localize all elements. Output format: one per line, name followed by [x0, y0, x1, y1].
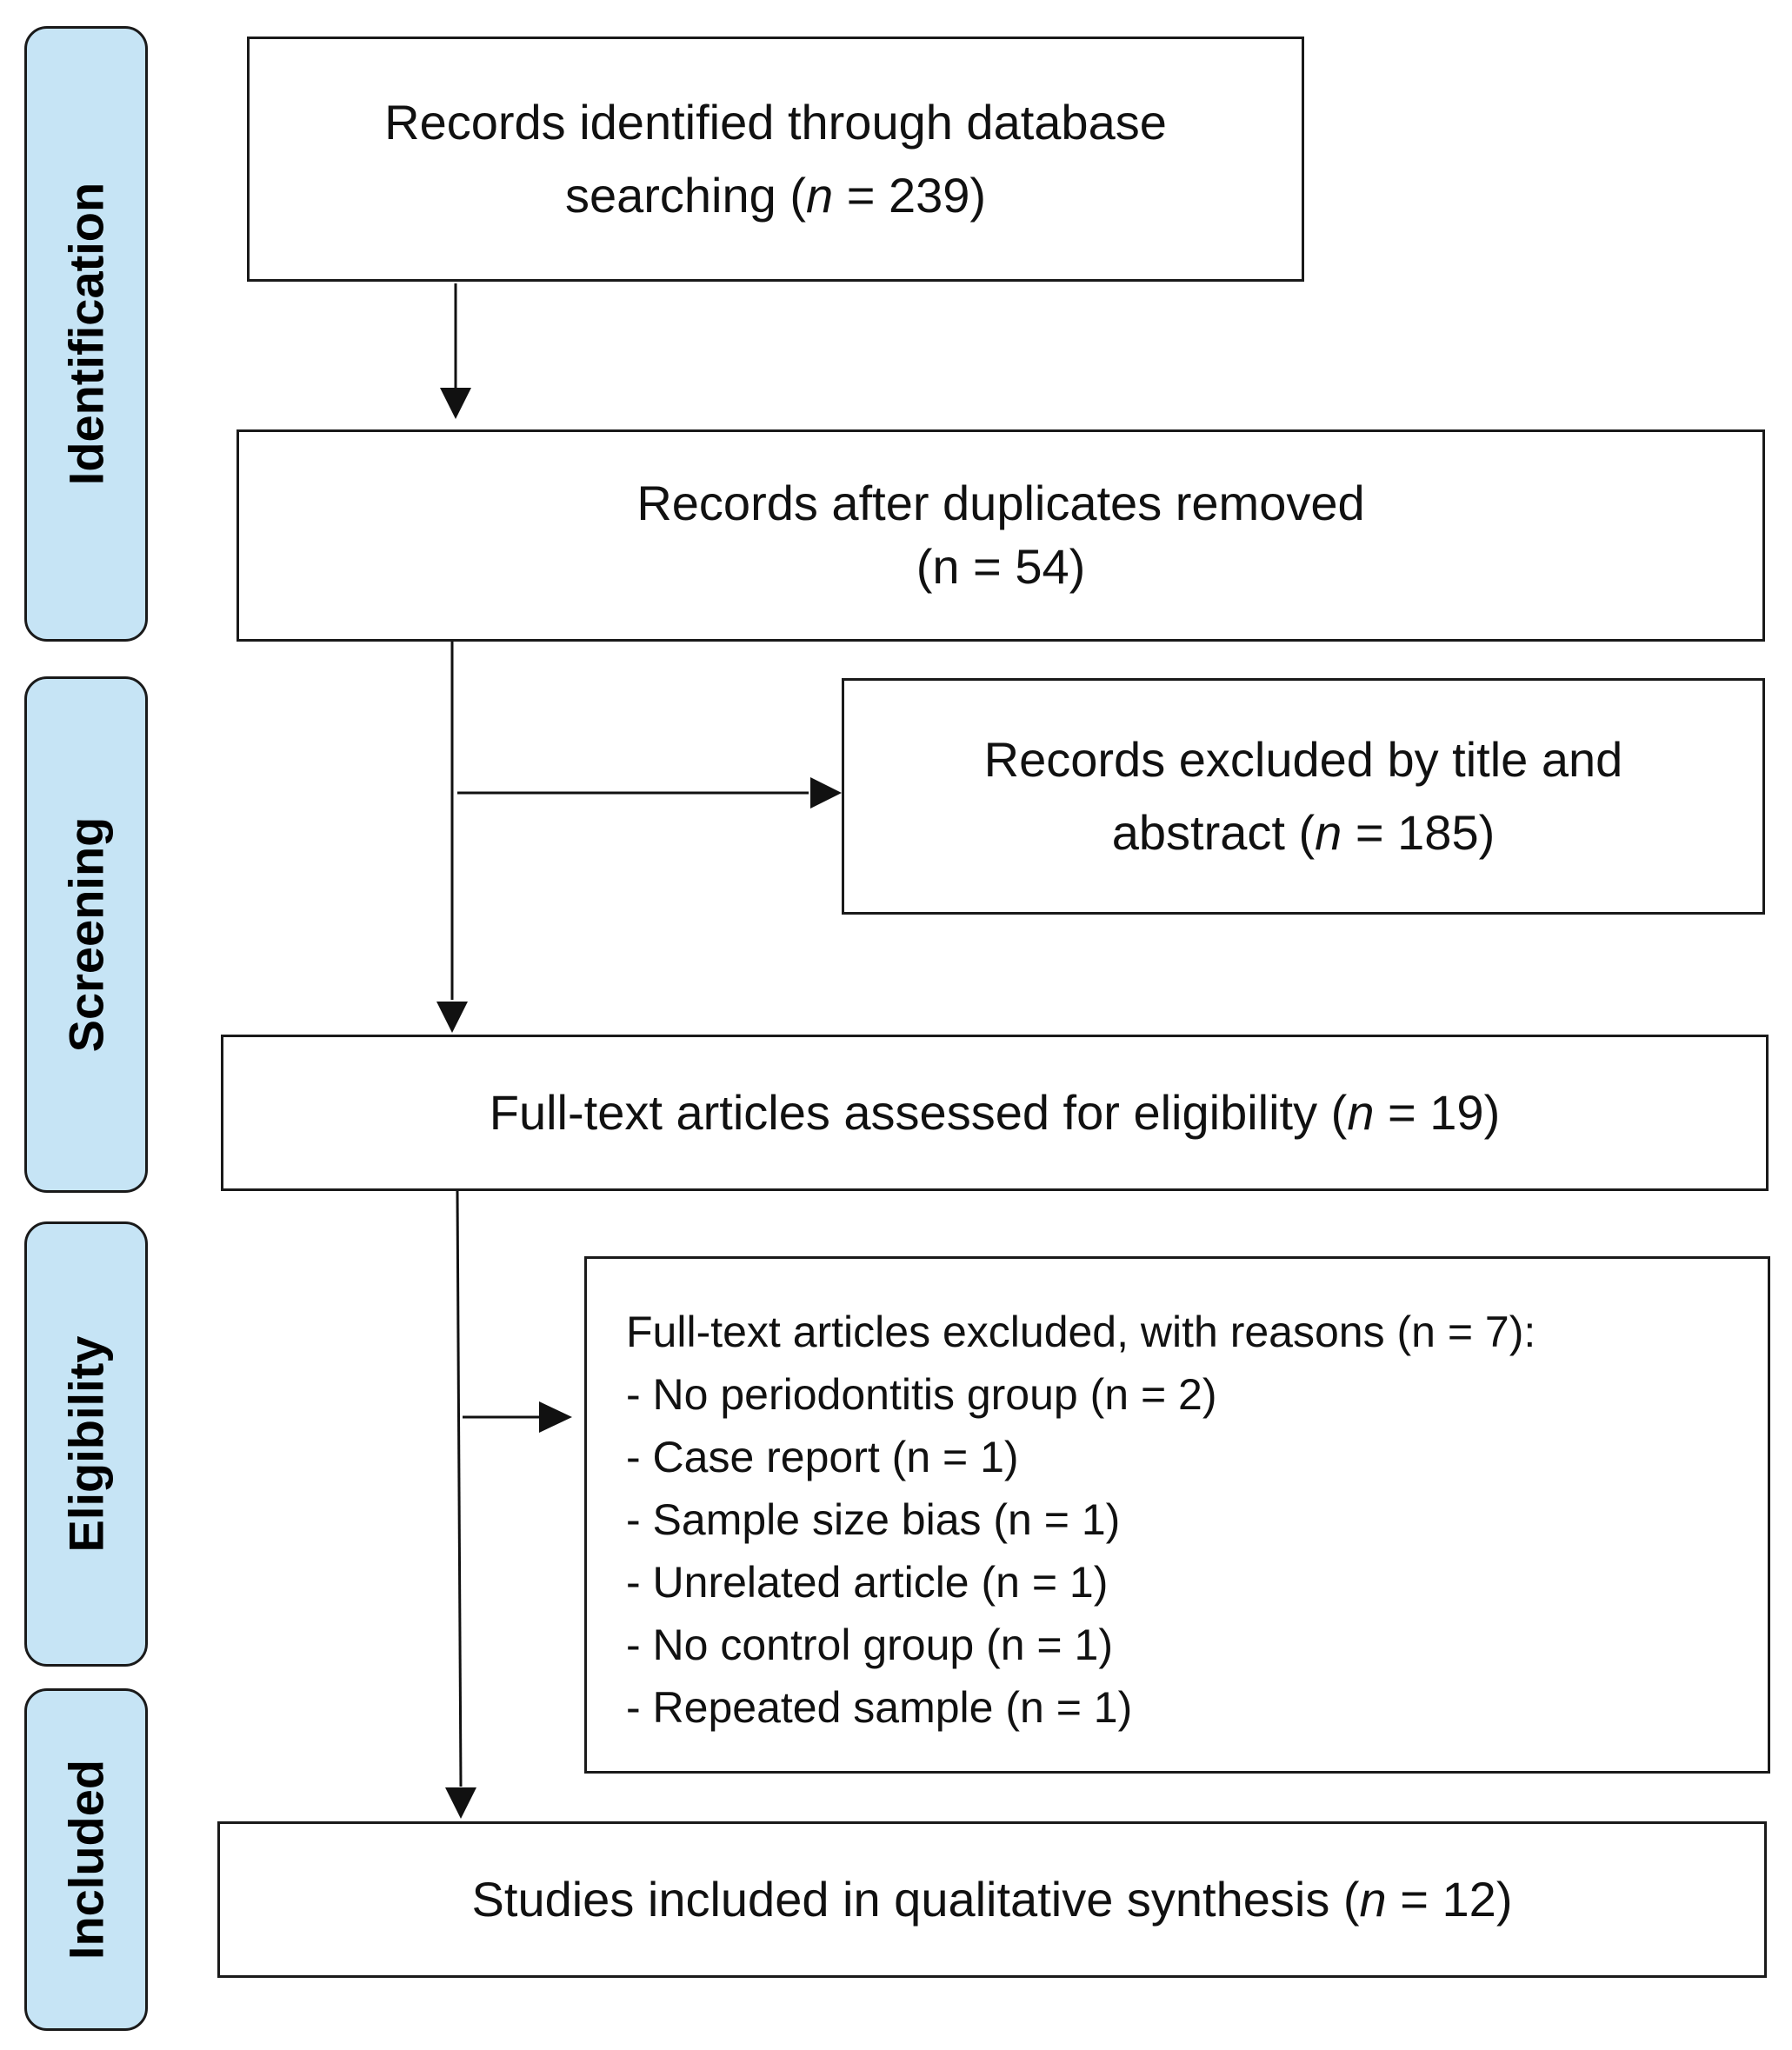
studies-included-box: Studies included in qualitative synthesi…: [217, 1821, 1767, 1978]
arrowhead: [440, 388, 471, 419]
after-duplicates-line1: Records after duplicates removed: [636, 476, 1365, 531]
records-identified-line2: searching (n = 239): [384, 159, 1167, 232]
full-text-assessed-box: Full-text articles assessed for eligibil…: [221, 1035, 1769, 1191]
stage-screening: Screening: [24, 676, 148, 1193]
arrow-full-text-to-included: [456, 1190, 463, 1787]
n-symbol: n: [1359, 1872, 1387, 1927]
text-fragment: Full-text articles assessed for eligibil…: [489, 1085, 1348, 1140]
studies-included-text: Studies included in qualitative synthesi…: [472, 1863, 1513, 1936]
records-after-duplicates-box: Records after duplicates removed (n = 54…: [236, 429, 1765, 642]
exclusion-reason: - Sample size bias (n = 1): [626, 1495, 1121, 1544]
exclusion-reason: - No control group (n = 1): [626, 1621, 1113, 1669]
full-text-excluded-heading: Full-text articles excluded, with reason…: [626, 1308, 1536, 1356]
arrowhead: [539, 1401, 572, 1433]
exclusion-reason: - No periodontitis group (n = 2): [626, 1370, 1217, 1419]
text-fragment: = 19): [1374, 1085, 1501, 1140]
n-symbol: n: [1315, 805, 1342, 860]
text-fragment: = 185): [1342, 805, 1496, 860]
text-fragment: Studies included in qualitative synthesi…: [471, 1872, 1360, 1927]
exclusion-reason: - Repeated sample (n = 1): [626, 1683, 1133, 1732]
arrowhead: [436, 1002, 468, 1033]
exclusion-reason: - Unrelated article (n = 1): [626, 1558, 1109, 1607]
n-symbol: n: [1347, 1085, 1375, 1140]
text-fragment: = 239): [833, 168, 987, 223]
records-identified-line1: Records identified through database: [384, 95, 1167, 150]
stage-identification: Identification: [24, 26, 148, 642]
full-text-excluded-box: Full-text articles excluded, with reason…: [584, 1256, 1770, 1774]
records-identified-box: Records identified through database sear…: [247, 37, 1304, 282]
records-excluded-box: Records excluded by title and abstract (…: [842, 678, 1765, 915]
arrowhead: [810, 777, 842, 809]
n-symbol: n: [805, 168, 834, 223]
exclusion-reason: - Case report (n = 1): [626, 1433, 1019, 1481]
after-duplicates-line2: (n = 54): [916, 539, 1086, 594]
text-fragment: abstract (: [1111, 805, 1316, 860]
text-fragment: = 12): [1386, 1872, 1513, 1927]
text-fragment: searching (: [564, 168, 806, 223]
records-excluded-line1: Records excluded by title and: [983, 732, 1623, 787]
records-excluded-line2: abstract (n = 185): [984, 796, 1623, 869]
stage-eligibility: Eligibility: [24, 1221, 148, 1667]
stage-included: Included: [24, 1688, 148, 2031]
full-text-assessed-text: Full-text articles assessed for eligibil…: [490, 1076, 1500, 1149]
arrowhead: [445, 1787, 476, 1819]
